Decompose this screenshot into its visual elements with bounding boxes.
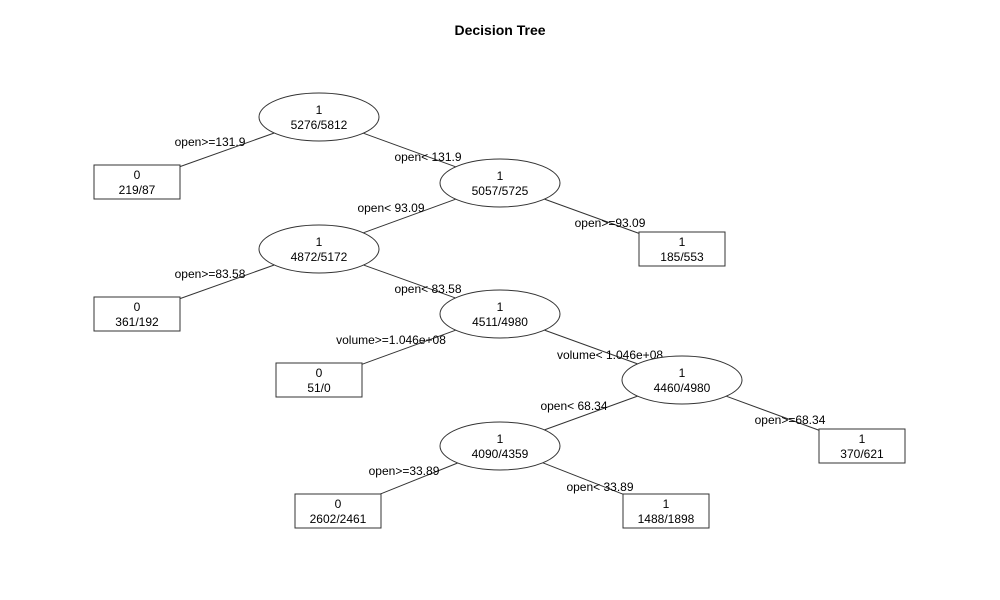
leaf-node: 051/0	[275, 362, 363, 398]
node-class-label: 1	[679, 235, 686, 249]
node-counts: 4511/4980	[472, 315, 528, 329]
edge-label: volume>=1.046e+08	[336, 333, 446, 347]
node-class-label: 0	[335, 497, 342, 511]
node-class-label: 1	[497, 432, 504, 446]
diagram-title: Decision Tree	[454, 22, 545, 38]
node-ellipse	[439, 158, 561, 208]
edge-line	[361, 329, 456, 365]
node-class-label: 1	[497, 169, 504, 183]
node-counts: 4090/4359	[472, 447, 529, 461]
node-ellipse	[439, 289, 561, 339]
node-ellipse	[258, 224, 380, 274]
node-class-label: 1	[859, 432, 866, 446]
nodes-layer: 15276/58120219/8715057/572514872/5172118…	[93, 92, 906, 529]
edge-label: open< 33.89	[566, 480, 633, 494]
edge-label: open< 131.9	[394, 150, 461, 164]
node-rect	[275, 362, 363, 398]
node-rect	[638, 231, 726, 267]
node-class-label: 0	[134, 300, 141, 314]
node-rect	[294, 493, 382, 529]
edge-line	[544, 329, 638, 365]
node-counts: 5276/5812	[291, 118, 348, 132]
node-rect	[818, 428, 906, 464]
node-class-label: 1	[663, 497, 670, 511]
node-class-label: 0	[134, 168, 141, 182]
edge-label: open>=68.34	[755, 413, 826, 427]
edge-line	[363, 264, 456, 299]
edge-line	[726, 395, 820, 431]
node-rect	[93, 296, 181, 332]
edge-label: open< 93.09	[357, 201, 424, 215]
node-counts: 185/553	[660, 250, 704, 264]
edge-line	[544, 395, 638, 431]
edge-label: open>=33.89	[369, 464, 440, 478]
node-counts: 1488/1898	[638, 512, 695, 526]
edge-line	[179, 264, 275, 300]
node-counts: 51/0	[307, 381, 331, 395]
node-counts: 5057/5725	[472, 184, 529, 198]
node-class-label: 0	[316, 366, 323, 380]
node-rect	[622, 493, 710, 529]
edge-label: volume< 1.046e+08	[557, 348, 663, 362]
node-counts: 219/87	[119, 183, 156, 197]
node-counts: 4872/5172	[291, 250, 348, 264]
edge-line	[363, 132, 456, 168]
node-counts: 361/192	[115, 315, 159, 329]
node-counts: 4460/4980	[654, 381, 711, 395]
node-ellipse	[439, 421, 561, 471]
edge-line	[544, 198, 640, 234]
node-counts: 2602/2461	[310, 512, 367, 526]
node-class-label: 1	[316, 235, 323, 249]
node-class-label: 1	[679, 366, 686, 380]
edge-label: open>=131.9	[175, 135, 246, 149]
node-ellipse	[621, 355, 743, 405]
edge-label: open< 83.58	[394, 282, 461, 296]
edge-line	[363, 198, 456, 234]
edge-line	[380, 462, 458, 495]
edge-labels-layer: open>=131.9 open< 131.9 open< 93.09 open>=9…	[175, 135, 826, 494]
edge-label: open>=93.09	[575, 216, 646, 230]
node-counts: 370/621	[840, 447, 884, 461]
node-ellipse	[258, 92, 380, 142]
edge-line	[179, 132, 275, 168]
edge-label: open>=83.58	[175, 267, 246, 281]
edge-label: open< 68.34	[540, 399, 607, 413]
node-class-label: 1	[497, 300, 504, 314]
node-class-label: 1	[316, 103, 323, 117]
edge-line	[542, 462, 624, 495]
edges-layer	[179, 132, 820, 495]
node-rect	[93, 164, 181, 200]
